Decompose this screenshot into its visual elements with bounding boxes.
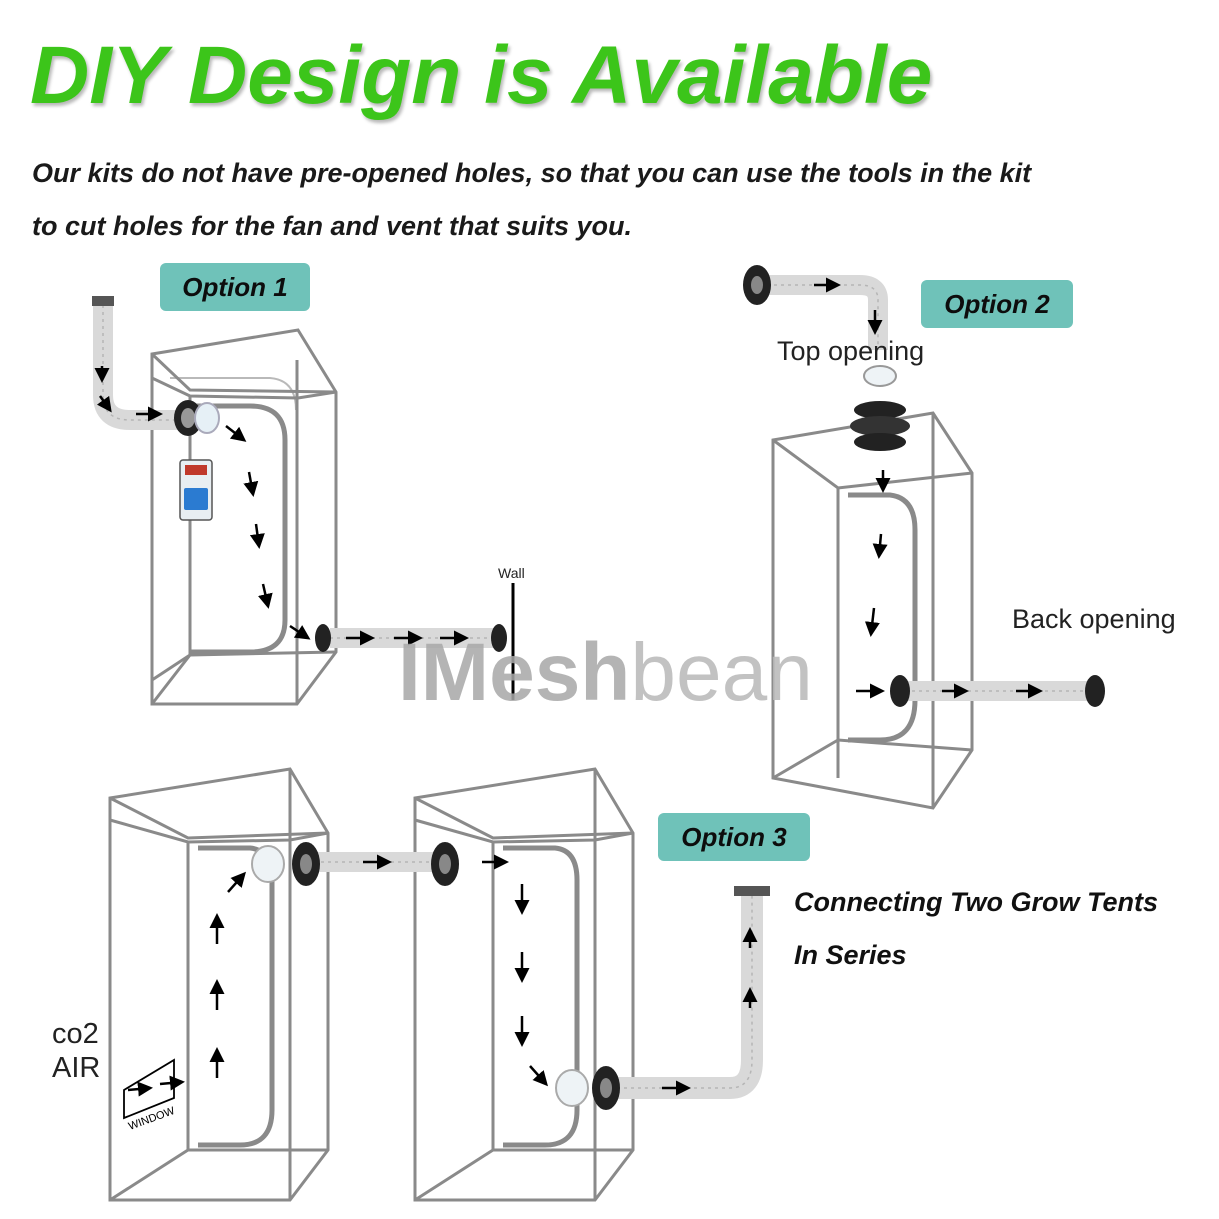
controller-socket [184, 488, 208, 510]
top-opening-label: Top opening [777, 336, 925, 366]
duct-inlet-option-1 [92, 296, 182, 430]
duct-connector-option-3 [251, 842, 459, 886]
airflow-arrows-option-2 [814, 277, 1043, 699]
window-label: WINDOW [127, 1105, 177, 1133]
controller-display [185, 465, 207, 475]
page-title: DIY Design is Available [30, 30, 933, 121]
option-2-badge: Option 2 [921, 280, 1073, 328]
watermark: IMeshbean [398, 628, 813, 718]
duct-outlet-option-3 [555, 886, 770, 1110]
airflow-arrows-option-1 [94, 366, 469, 646]
series-caption-line-1: Connecting Two Grow Tents [794, 887, 1158, 917]
watermark-bold: IMesh [398, 627, 631, 718]
duct-top-option-2 [743, 265, 888, 350]
wall-label: Wall [498, 565, 525, 581]
co2-label: co2 [52, 1018, 99, 1050]
watermark-light: bean [630, 627, 813, 718]
grow-tent-option-1 [150, 328, 338, 706]
option-1-badge: Option 1 [160, 263, 310, 311]
flange-inlet-option-1 [174, 400, 220, 436]
intro-line-2: to cut holes for the fan and vent that s… [32, 211, 633, 241]
grow-tent-option-3-right [413, 767, 635, 1202]
series-caption-line-2: In Series [794, 940, 907, 970]
intro-line-1: Our kits do not have pre-opened holes, s… [32, 158, 1032, 188]
air-label: AIR [52, 1052, 101, 1084]
duct-back-option-2 [890, 675, 1105, 707]
window-frame [123, 1058, 175, 1120]
airflow-arrows-option-3 [127, 854, 758, 1097]
grow-tent-option-3-left [108, 767, 330, 1202]
flange-top-option-2 [850, 365, 910, 451]
option-3-badge: Option 3 [658, 813, 810, 861]
back-opening-label: Back opening [1012, 604, 1176, 634]
